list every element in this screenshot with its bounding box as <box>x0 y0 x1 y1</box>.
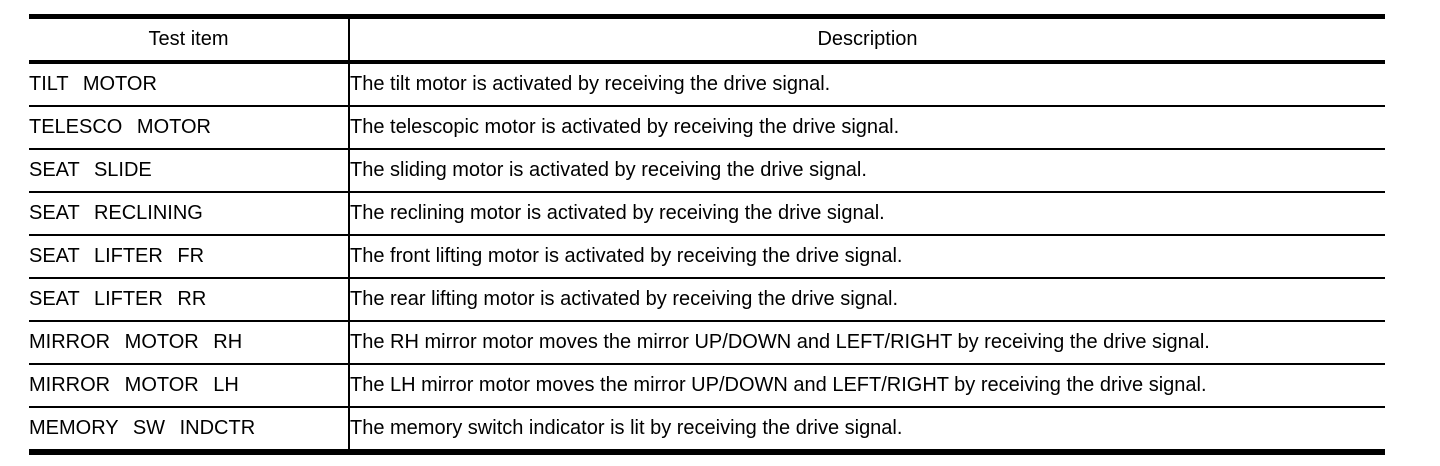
test-item-cell: SEAT LIFTER FR <box>29 235 350 279</box>
test-item-cell: TELESCO MOTOR <box>29 106 350 150</box>
test-item-cell: TILT MOTOR <box>29 62 350 107</box>
table-row: TELESCO MOTOR The telescopic motor is ac… <box>29 106 1385 150</box>
table-row: MIRROR MOTOR LH The LH mirror motor move… <box>29 364 1385 408</box>
description-cell: The front lifting motor is activated by … <box>349 235 1385 279</box>
table-row: MIRROR MOTOR RH The RH mirror motor move… <box>29 321 1385 365</box>
table-row: SEAT LIFTER RR The rear lifting motor is… <box>29 278 1385 322</box>
table-header: Test item Description <box>29 16 1385 64</box>
test-item-cell: SEAT SLIDE <box>29 149 350 193</box>
table-body: TILT MOTOR The tilt motor is activated b… <box>29 62 1385 453</box>
description-cell: The RH mirror motor moves the mirror UP/… <box>349 321 1385 365</box>
test-item-cell: SEAT LIFTER RR <box>29 278 350 322</box>
description-cell: The LH mirror motor moves the mirror UP/… <box>349 364 1385 408</box>
test-item-cell: SEAT RECLINING <box>29 192 350 236</box>
column-header-test-item: Test item <box>29 16 350 64</box>
description-cell: The sliding motor is activated by receiv… <box>349 149 1385 193</box>
table-row: SEAT SLIDE The sliding motor is activate… <box>29 149 1385 193</box>
column-header-description: Description <box>349 16 1385 64</box>
table-row: SEAT LIFTER FR The front lifting motor i… <box>29 235 1385 279</box>
test-items-table: Test item Description TILT MOTOR The til… <box>29 14 1385 455</box>
table-row: SEAT RECLINING The reclining motor is ac… <box>29 192 1385 236</box>
description-cell: The rear lifting motor is activated by r… <box>349 278 1385 322</box>
description-cell: The telescopic motor is activated by rec… <box>349 106 1385 150</box>
test-item-cell: MEMORY SW INDCTR <box>29 407 350 453</box>
description-cell: The memory switch indicator is lit by re… <box>349 407 1385 453</box>
test-item-cell: MIRROR MOTOR LH <box>29 364 350 408</box>
table-row: TILT MOTOR The tilt motor is activated b… <box>29 62 1385 107</box>
table-row: MEMORY SW INDCTR The memory switch indic… <box>29 407 1385 453</box>
header-row: Test item Description <box>29 16 1385 64</box>
description-cell: The reclining motor is activated by rece… <box>349 192 1385 236</box>
description-cell: The tilt motor is activated by receiving… <box>349 62 1385 107</box>
test-item-cell: MIRROR MOTOR RH <box>29 321 350 365</box>
